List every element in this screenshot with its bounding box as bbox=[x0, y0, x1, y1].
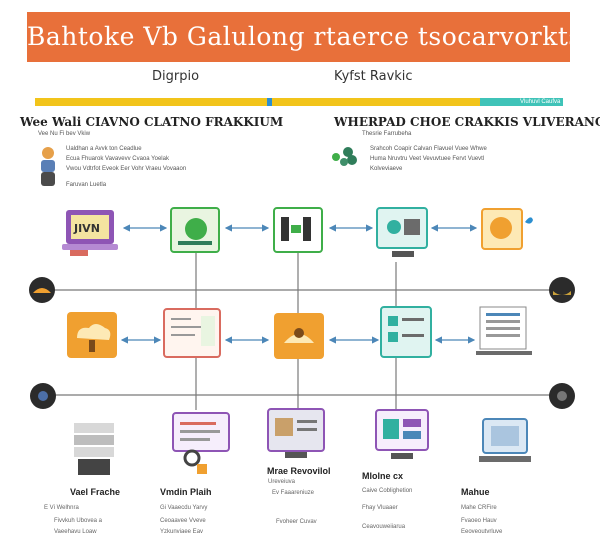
strip-badge-text: Vluhuvl Caufva bbox=[520, 99, 561, 105]
cloud-node-icon bbox=[67, 312, 117, 360]
left-body-line-1: Ualdhan a Avvk ton Ceadlue bbox=[66, 146, 142, 152]
monitor-node-icon bbox=[376, 207, 428, 261]
caption-2-desc-2: Ceoaavee Vveve bbox=[160, 518, 206, 524]
person-icon bbox=[38, 145, 58, 187]
caption-3-desc-3: Fvoheer Cuvav bbox=[276, 519, 317, 525]
caption-3-desc-1: Ureveiuva bbox=[268, 479, 296, 485]
left-section-title: Wee Wali CIAVNO CLATNO FRAKKIUM bbox=[20, 115, 284, 129]
strip-yellow-2 bbox=[272, 98, 480, 106]
left-section-byline: Vee Nu Fi bev Vkiw bbox=[38, 131, 91, 137]
caption-5-desc-2: Fvaoeo Hauv bbox=[461, 518, 497, 524]
report-node-icon bbox=[476, 303, 532, 359]
growth-chart-node-icon bbox=[170, 207, 220, 253]
caption-5-name: Mahue bbox=[461, 487, 490, 497]
caption-4-desc-1: Caive Coblighetion bbox=[362, 488, 413, 494]
caption-5-desc-3: Eeoveoutvrluve bbox=[461, 529, 503, 535]
banner-title: Bahtoke Vb Galulong rtaerce tsocarvorkts bbox=[27, 22, 570, 51]
caption-2-desc-1: Gi Vaaecdu Yarvy bbox=[160, 505, 208, 511]
left-body-line-2: Ecua Fhuarok Vavavevv Cvaoa Yoelak bbox=[66, 156, 169, 162]
workflow-doc-node-icon bbox=[163, 308, 221, 358]
lane-end-icon-bottom bbox=[549, 383, 575, 409]
title-banner bbox=[27, 12, 570, 62]
svg-text:JIVN: JIVN bbox=[73, 222, 100, 235]
left-body-line-4: Faruvan Luetla bbox=[66, 182, 107, 188]
caption-3-desc-2: Ev Faaareniuze bbox=[272, 490, 315, 496]
right-body-line-2: Huma Nruvtru Veet Vevuvtuee Fervt Vuevtl bbox=[370, 156, 485, 162]
subtitle-right: Kyfst Ravkic bbox=[334, 69, 413, 84]
caption-1-desc-2: Fivvkuh Ubovea a bbox=[54, 518, 103, 524]
left-body-line-3: Vwou Vdtrfot Eveok Eer Vohr Vraeu Vovaao… bbox=[66, 166, 187, 172]
subtitle-left: Digrpio bbox=[152, 69, 200, 84]
caption-1-name: Vael Frache bbox=[70, 487, 121, 497]
caption-5-desc-1: Mahe CRFire bbox=[461, 505, 497, 511]
clover-icon bbox=[330, 146, 360, 168]
strip-yellow bbox=[35, 98, 267, 106]
lane-start-icon-bottom bbox=[30, 383, 56, 409]
laptop-node-icon: JIVN bbox=[62, 208, 118, 256]
right-section-byline: Thesrie Farrubeha bbox=[362, 131, 412, 137]
right-body-line-1: Srahcoh Coapir Calvan Flavuel Vuee Whwe bbox=[370, 146, 487, 152]
stacked-server-node-icon bbox=[72, 421, 116, 477]
lane-end-icon-top bbox=[549, 277, 575, 303]
right-body-line-3: Kolveviaeve bbox=[370, 166, 403, 172]
strip-blue-divider bbox=[267, 98, 272, 106]
caption-1-desc-3: Vaeehavu Loaw bbox=[54, 529, 97, 535]
search-doc-node-icon bbox=[172, 412, 230, 478]
caption-4-desc-3: Ceavouweiiarua bbox=[362, 524, 406, 530]
caption-4-desc-2: Fhay Vluaaer bbox=[362, 505, 398, 511]
desktop-node-icon bbox=[477, 418, 533, 466]
lane-start-icon-top bbox=[29, 277, 55, 303]
right-section-title: WHERPAD CHOE CRAKKIS VLIVERANCE bbox=[334, 115, 600, 129]
analytics-screen-node-icon bbox=[267, 408, 325, 460]
hands-node-icon bbox=[274, 313, 324, 359]
color-strip: Vluhuvl Caufva bbox=[35, 98, 563, 106]
strip-teal bbox=[480, 98, 563, 106]
caption-2-name: Vmdin Plaih bbox=[160, 487, 212, 497]
dashboard-node-icon bbox=[375, 409, 429, 461]
caption-4-name: Mlolne cx bbox=[362, 471, 404, 481]
lightbulb-node-icon bbox=[481, 208, 535, 252]
caption-2-desc-3: Yzkunviaee Eav bbox=[160, 529, 204, 535]
checklist-node-icon bbox=[380, 306, 432, 358]
document-node-icon bbox=[273, 207, 323, 253]
caption-1-desc-1: E Vi Welhnra bbox=[44, 505, 79, 511]
caption-3-name: Mrae Revovilol bbox=[267, 466, 331, 476]
